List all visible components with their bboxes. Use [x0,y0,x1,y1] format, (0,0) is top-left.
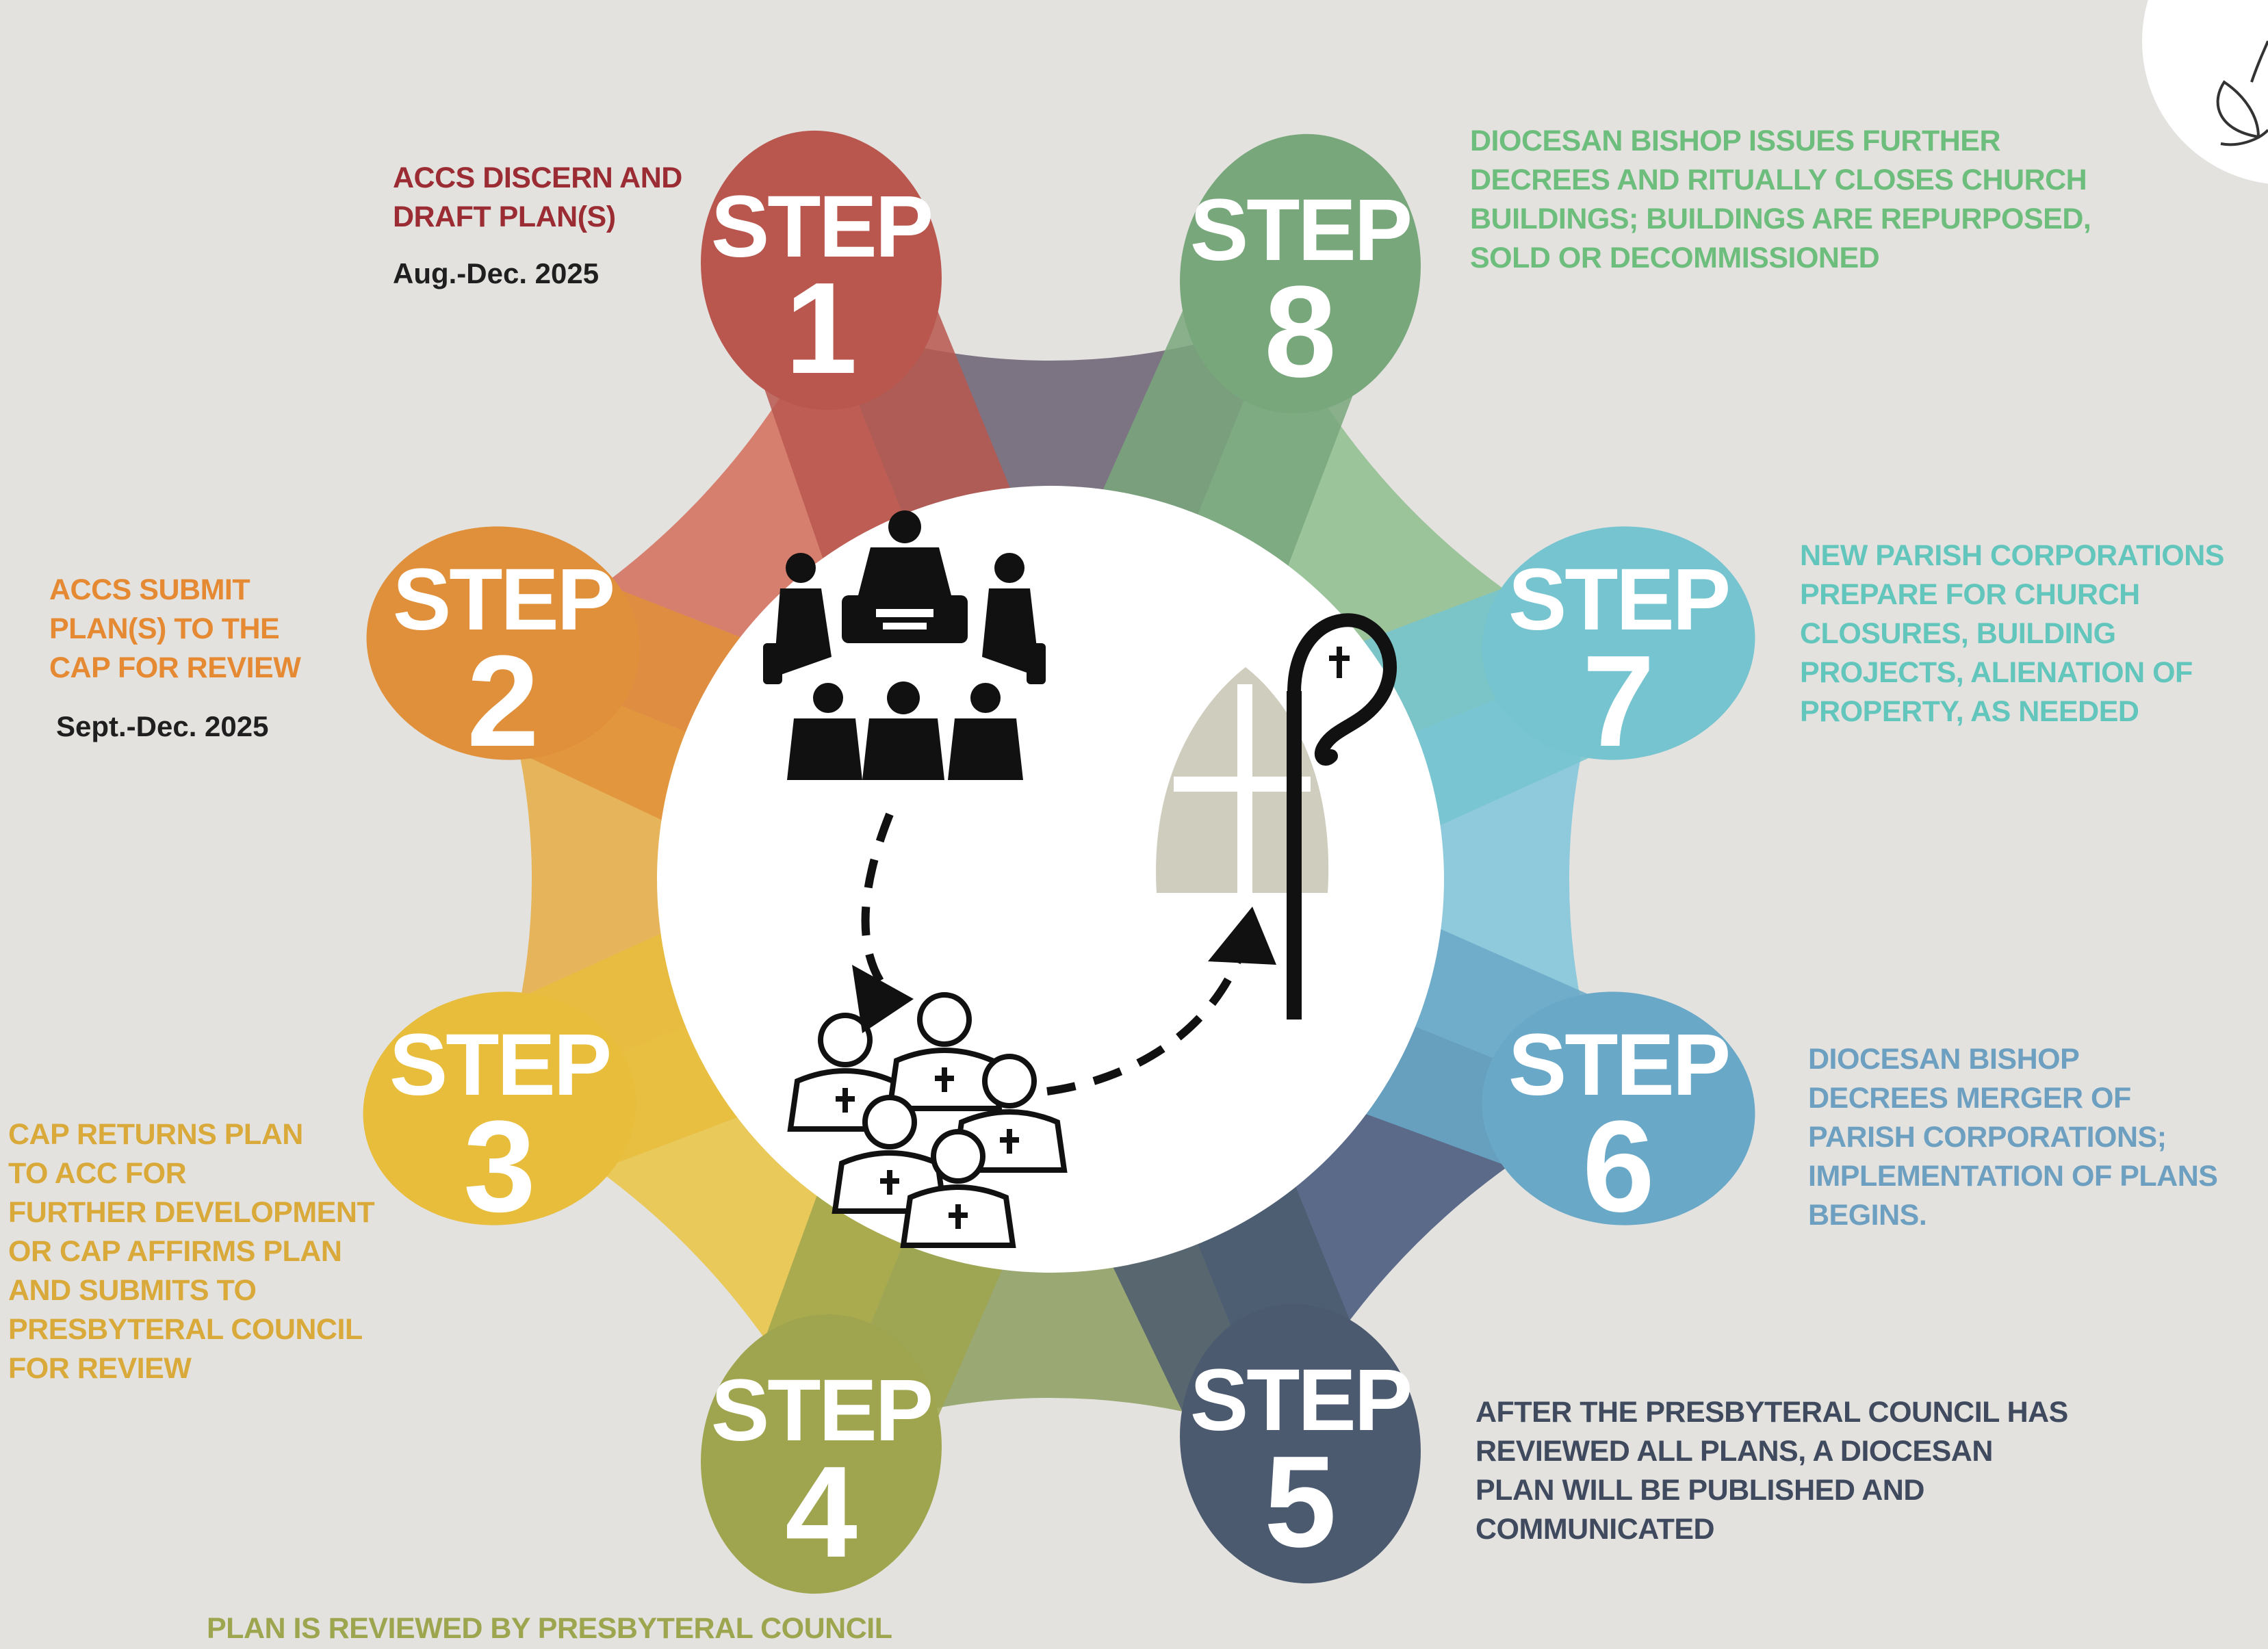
step-3-text-line: TO ACC FOR [8,1157,187,1190]
step-5-text-line: REVIEWED ALL PLANS, A DIOCESAN [1476,1435,1993,1468]
step-7-description: NEW PARISH CORPORATIONS PREPARE FOR CHUR… [1800,536,2224,731]
step-5-text-line: AFTER THE PRESBYTERAL COUNCIL HAS [1476,1396,2068,1429]
cycle-arrows [852,812,1276,1095]
priest-head [818,1013,873,1067]
step-5-text-line: COMMUNICATED [1476,1513,1715,1546]
priest-cross [949,1212,968,1218]
step-6-text-line: DIOCESAN BISHOP [1808,1043,2080,1076]
step-1-date: Aug.-Dec. 2025 [393,257,600,289]
priest-cross [880,1178,899,1184]
step-3-petal [363,991,636,1225]
step-6-text-line: DECREES MERGER OF [1808,1082,2131,1115]
step-7-text-line: PROPERTY, AS NEEDED [1800,695,2139,728]
step-6-text-line: PARISH CORPORATIONS; [1808,1121,2167,1154]
step-1-word: STEP [711,178,931,276]
priest-cross [935,1076,954,1081]
step-2-word: STEP [393,551,613,649]
step-3-text-line: OR CAP AFFIRMS PLAN [8,1235,342,1268]
step-8-word: STEP [1190,181,1410,279]
leaf-drawing-icon [2142,0,2268,184]
step-8-number: 8 [1264,259,1337,404]
step-1-text-line: DRAFT PLAN(S) [393,200,616,233]
step-4-description: PLAN IS REVIEWED BY PRESBYTERAL COUNCIL [207,1609,892,1648]
step-1-petal [701,130,942,411]
step-3-text-line: CAP RETURNS PLAN [8,1118,303,1151]
step-8-text-line: DIOCESAN BISHOP ISSUES FURTHER [1470,125,2001,157]
step-1-text-line: ACCS DISCERN AND [393,161,682,194]
priest-head [982,1054,1037,1108]
priest-cross [836,1096,855,1102]
step-2-date: Sept.-Dec. 2025 [56,710,269,742]
priest-head [931,1129,985,1184]
step-3-word: STEP [389,1016,610,1114]
step-4-petal [701,1314,942,1594]
step-1-description: ACCS DISCERN AND DRAFT PLAN(S) [393,159,682,237]
step-3-description: CAP RETURNS PLAN TO ACC FOR FURTHER DEVE… [8,1115,375,1388]
step-1-number: 1 [785,256,858,401]
priest-head [862,1095,917,1150]
step-5-number: 5 [1264,1429,1337,1574]
step-7-word: STEP [1508,551,1729,649]
step-8-text-line: DECREES AND RITUALLY CLOSES CHURCH [1470,164,2087,196]
priest-cross [1000,1137,1019,1143]
step-8-petal [1180,133,1421,414]
step-7-text-line: CLOSURES, BUILDING [1800,617,2116,650]
step-3-text-line: FURTHER DEVELOPMENT [8,1196,375,1229]
step-6-number: 6 [1582,1094,1655,1239]
step-6-word: STEP [1508,1016,1729,1114]
step-2-text-line: ACCS SUBMIT [49,573,250,606]
step-6-text-line: BEGINS. [1808,1199,1927,1232]
step-7-text-line: PREPARE FOR CHURCH [1800,578,2140,611]
step-6-petal [1482,991,1755,1225]
step-3-number: 3 [463,1094,536,1239]
step-3-text-line: AND SUBMITS TO [8,1274,257,1307]
bishop-mitre-and-crozier-icon [1156,613,1397,1020]
step-3-text-line: PRESBYTERAL COUNCIL [8,1313,363,1346]
group-of-priests-icon [787,992,1068,1248]
step-7-number: 7 [1582,629,1655,774]
step-8-description: DIOCESAN BISHOP ISSUES FURTHER DECREES A… [1470,122,2091,278]
step-3-text-line: FOR REVIEW [8,1352,192,1385]
people-at-table-icon [763,510,1046,780]
step-5-description: AFTER THE PRESBYTERAL COUNCIL HAS REVIEW… [1476,1393,2068,1549]
step-8-text-line: BUILDINGS; BUILDINGS ARE REPURPOSED, [1470,203,2091,235]
priest-head [917,992,972,1047]
step-8-text-line: SOLD OR DECOMMISSIONED [1470,242,1880,274]
step-2-petal [366,526,640,760]
step-2-number: 2 [467,629,539,774]
step-7-petal [1482,526,1755,760]
step-5-word: STEP [1190,1351,1410,1449]
step-5-petal [1180,1303,1421,1584]
step-5-text-line: PLAN WILL BE PUBLISHED AND [1476,1474,1924,1507]
step-6-description: DIOCESAN BISHOP DECREES MERGER OF PARISH… [1808,1040,2218,1235]
step-7-text-line: PROJECTS, ALIENATION OF [1800,656,2193,689]
step-4-word: STEP [711,1362,931,1459]
step-4-number: 4 [785,1440,858,1585]
step-2-text-line: CAP FOR REVIEW [49,651,301,684]
step-6-text-line: IMPLEMENTATION OF PLANS [1808,1160,2218,1193]
step-4-text-line: PLAN IS REVIEWED BY PRESBYTERAL COUNCIL [207,1612,892,1645]
step-2-description: ACCS SUBMIT PLAN(S) TO THE CAP FOR REVIE… [49,571,301,688]
step-7-text-line: NEW PARISH CORPORATIONS [1800,539,2224,572]
step-2-text-line: PLAN(S) TO THE [49,612,280,645]
